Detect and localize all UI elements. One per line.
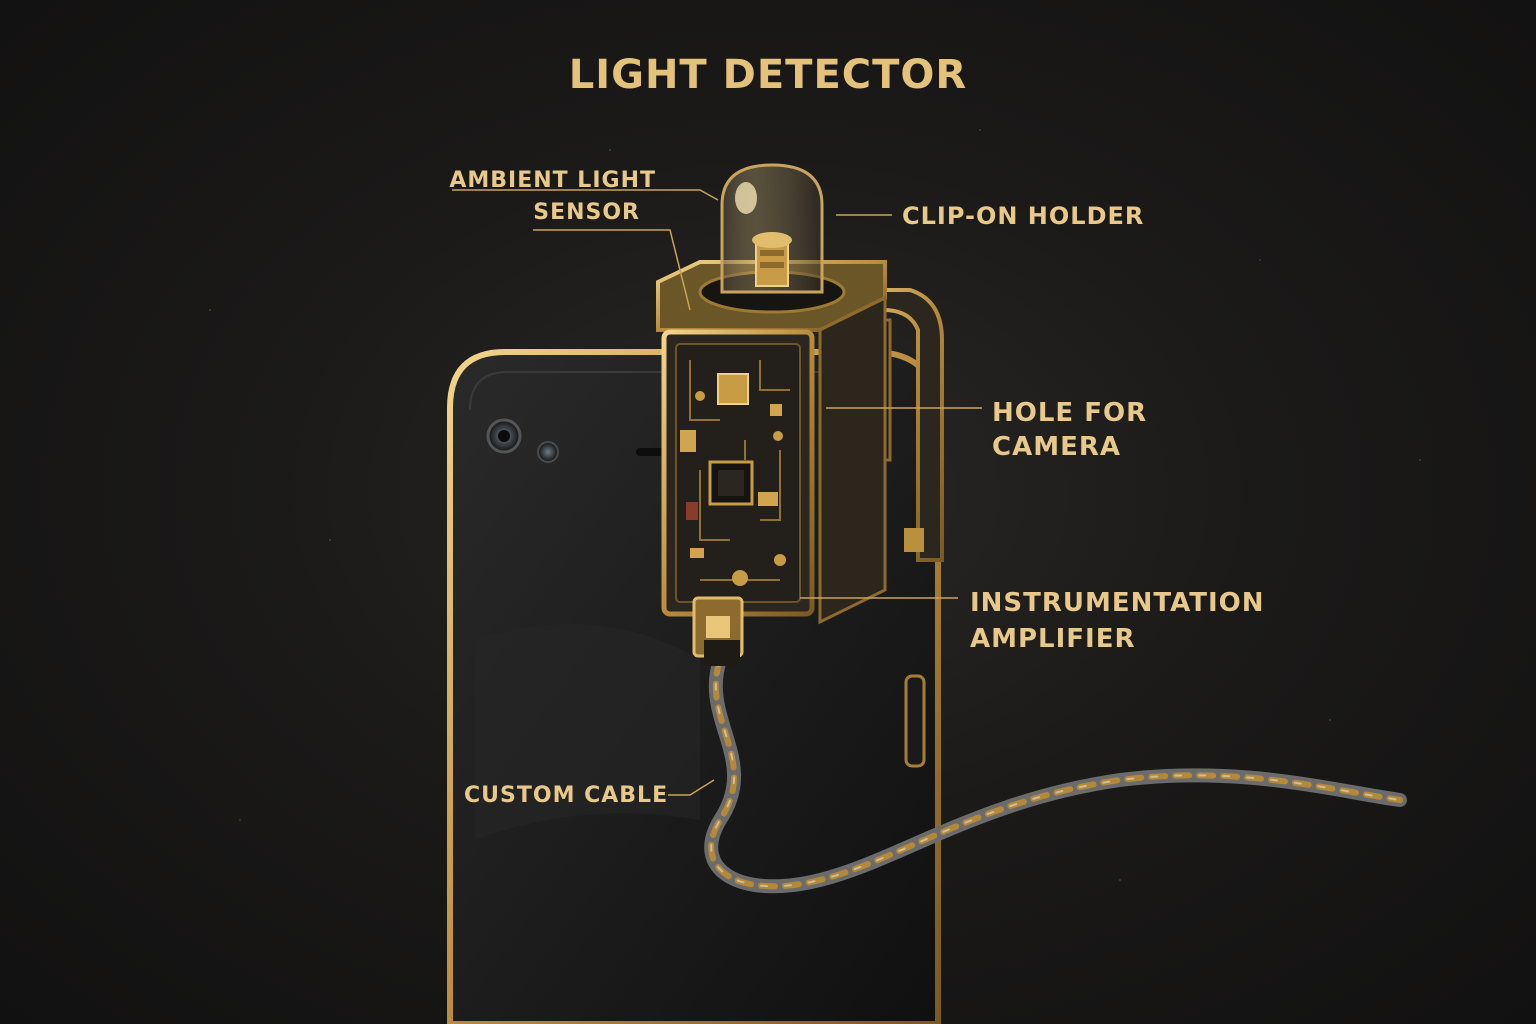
sensor-module (656, 260, 887, 666)
smartphone (447, 349, 941, 1024)
camera-lens-secondary (537, 441, 559, 463)
leader-lines (452, 189, 982, 796)
background-speckle (209, 129, 1421, 881)
phone-screen-reflection (475, 624, 700, 840)
leader-ambient-2 (533, 229, 691, 311)
side-button (904, 674, 926, 768)
leader-cable (668, 779, 715, 796)
label-hole-for-camera: HOLE FOR CAMERA (992, 400, 1147, 460)
label-amp-line-2: AMPLIFIER (970, 624, 1136, 654)
label-custom-cable: CUSTOM CABLE (464, 783, 669, 808)
label-ambient-light-sensor: AMBIENT LIGHT SENSOR (420, 170, 656, 224)
label-clip-on-holder: CLIP-ON HOLDER (902, 202, 1145, 230)
twisted-cable (704, 653, 1407, 894)
label-amp-line-1: INSTRUMENTATION (970, 588, 1265, 618)
label-hole-line-2: CAMERA (992, 432, 1121, 462)
label-ambient-line-1: AMBIENT LIGHT (449, 168, 656, 193)
leader-ambient-1 (452, 189, 719, 201)
label-instrumentation-amplifier: INSTRUMENTATION AMPLIFIER (970, 590, 1265, 652)
label-ambient-line-2: SENSOR (533, 200, 640, 225)
diagram-title: LIGHT DETECTOR (568, 52, 968, 98)
ambient-light-sensor-dome (698, 163, 846, 314)
label-hole-line-1: HOLE FOR (992, 398, 1148, 428)
